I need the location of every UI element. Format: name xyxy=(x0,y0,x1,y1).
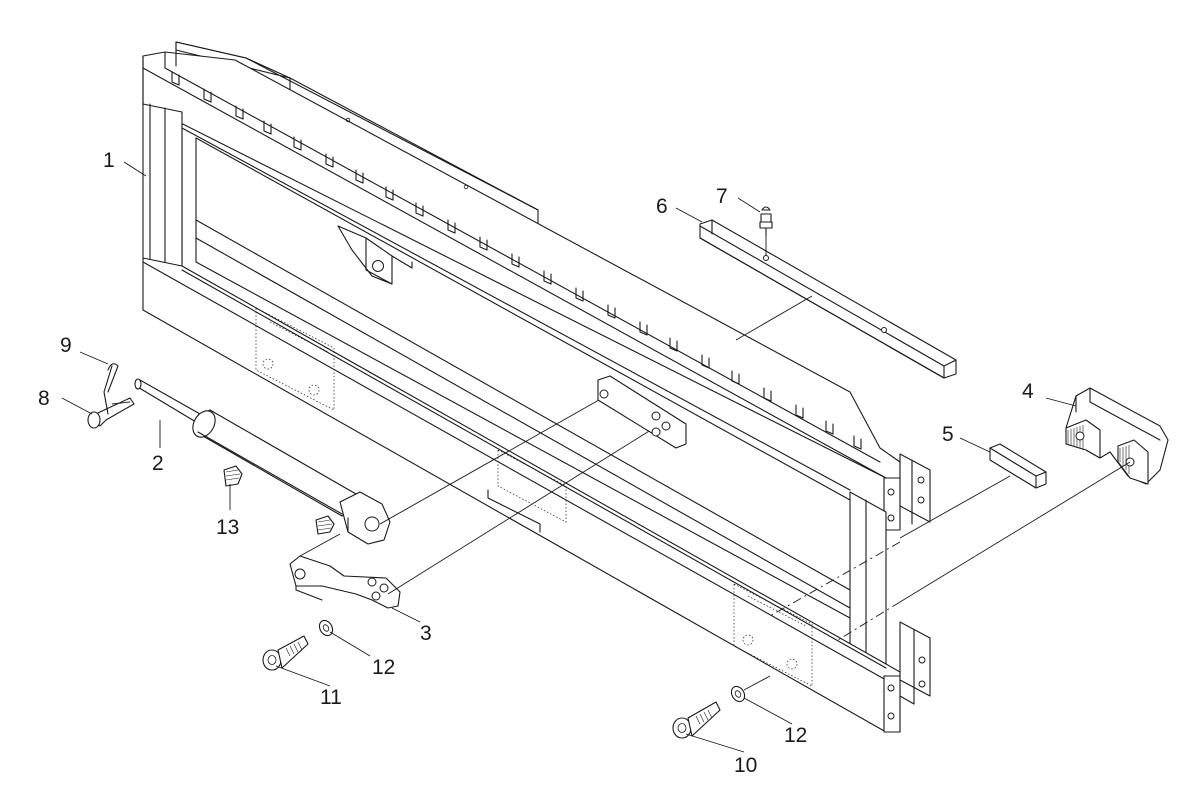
rail-bar-icon xyxy=(699,219,957,379)
callout-13: 13 xyxy=(216,516,239,539)
connection-plate-icon xyxy=(597,375,687,449)
washer-icon xyxy=(730,685,746,703)
socket-bolt-icon xyxy=(262,635,309,671)
hose-fitting-icon xyxy=(223,465,335,535)
callout-5: 5 xyxy=(942,423,954,446)
slide-plate-icon xyxy=(989,443,1047,489)
mounting-bracket-icon xyxy=(289,555,401,609)
callout-3: 3 xyxy=(420,622,432,645)
callout-7: 7 xyxy=(716,185,728,208)
washer-icon xyxy=(318,619,334,637)
hydraulic-cylinder-icon xyxy=(134,378,391,545)
cotter-pin-icon xyxy=(103,363,119,415)
callout-11: 11 xyxy=(320,686,342,709)
grease-nipple-icon xyxy=(759,206,773,237)
callout-12a: 12 xyxy=(372,656,395,679)
callout-4: 4 xyxy=(1022,380,1034,403)
pin-icon xyxy=(87,397,135,429)
callout-8: 8 xyxy=(38,387,50,410)
callout-2: 2 xyxy=(152,452,164,475)
callout-labels: 1 2 3 4 5 6 7 8 9 10 11 12 12 13 xyxy=(38,149,1034,777)
callout-6: 6 xyxy=(656,195,668,218)
leader-lines xyxy=(61,161,1077,753)
callout-1: 1 xyxy=(103,149,115,172)
callout-9: 9 xyxy=(60,334,72,357)
callout-10: 10 xyxy=(734,754,757,777)
frame-carriage-icon xyxy=(142,41,931,733)
callout-12b: 12 xyxy=(784,724,807,747)
end-stop-block-icon xyxy=(1065,387,1169,485)
socket-bolt-icon xyxy=(672,701,721,739)
